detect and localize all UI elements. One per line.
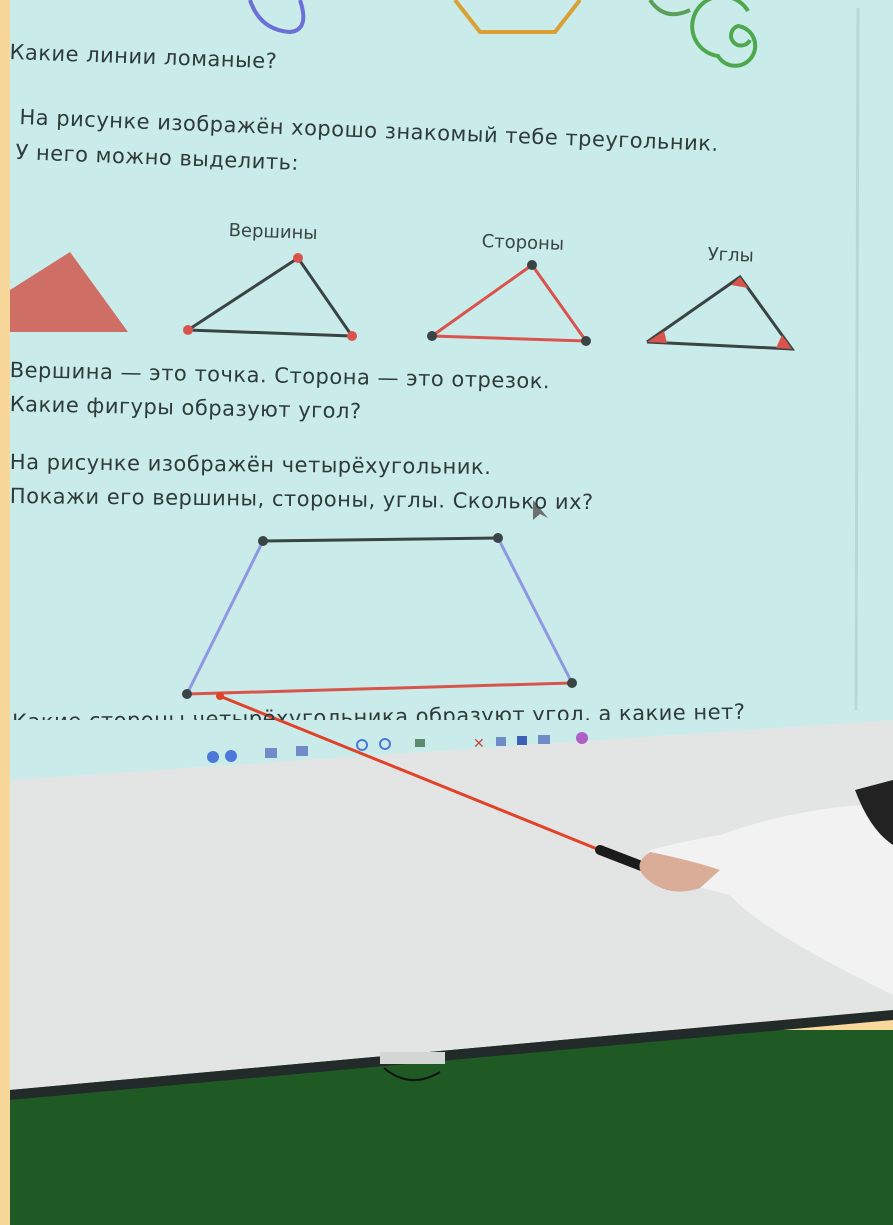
spiral-shape	[690, 0, 758, 68]
zoom-out-icon[interactable]	[379, 738, 391, 750]
filled-triangle	[10, 252, 128, 332]
broken-line-shape	[648, 0, 691, 17]
zoom-in-icon[interactable]	[356, 739, 368, 751]
layout-icon[interactable]	[538, 735, 550, 744]
zoom-icon[interactable]	[296, 746, 308, 756]
cursor-icon	[533, 500, 548, 520]
close-icon[interactable]: ✕	[473, 736, 485, 752]
pen-holder	[380, 1052, 445, 1064]
sides-triangle	[427, 260, 591, 346]
text-line-8: Какие стороны четырёхугольника образуют …	[12, 700, 746, 720]
cable	[383, 1067, 441, 1082]
help-icon[interactable]	[576, 732, 588, 744]
projection-screen	[10, 0, 893, 780]
pointer-tip	[216, 692, 224, 700]
dark-sleeve	[855, 780, 893, 845]
hexagon-shape	[453, 0, 582, 34]
label-angles: Углы	[707, 244, 755, 267]
move-icon[interactable]	[265, 748, 277, 758]
text-line-6: На рисунке изображён четырёхугольник.	[9, 450, 492, 480]
quadrilateral	[182, 533, 577, 699]
hand	[639, 852, 720, 892]
pointer-stick	[221, 695, 613, 857]
save-icon[interactable]	[517, 736, 527, 745]
print-icon[interactable]	[496, 737, 506, 746]
cropped-line-wrap: Какие стороны четырёхугольника образуют …	[10, 700, 860, 720]
cursor-tool-icon[interactable]	[415, 739, 425, 747]
page-edge	[854, 7, 860, 711]
whiteboard-tray	[10, 1010, 893, 1100]
label-vertices: Вершины	[228, 220, 318, 245]
label-sides: Стороны	[481, 231, 565, 255]
prev-icon[interactable]	[207, 751, 219, 763]
angles-triangle	[646, 274, 796, 351]
viewer-toolbar: ✕	[207, 732, 588, 763]
curve-shape	[248, 0, 306, 35]
vertices-triangle	[183, 253, 357, 341]
next-icon[interactable]	[225, 750, 237, 762]
whiteboard	[10, 700, 893, 1090]
arm-sleeve	[643, 800, 893, 995]
